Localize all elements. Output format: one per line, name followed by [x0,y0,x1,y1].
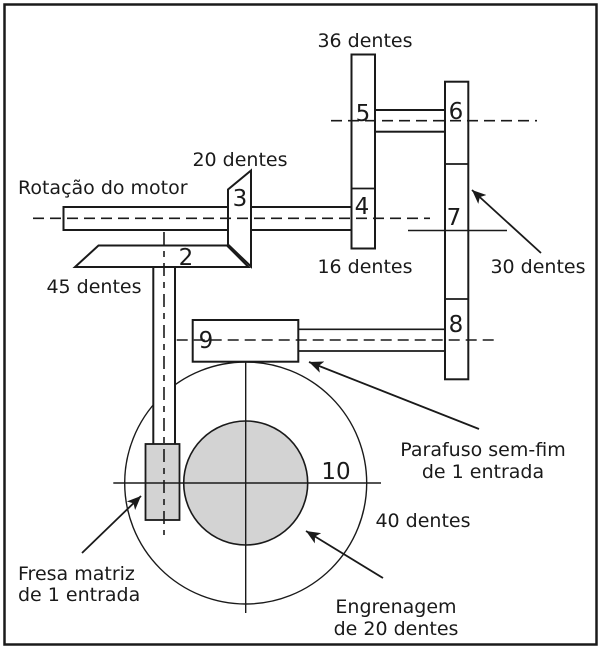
part-number-10: 10 [321,459,350,485]
figure-border [3,3,598,646]
label-36-dentes: 36 dentes [317,30,412,52]
label-gear-20-line1: Engrenagem [335,596,456,618]
part-number-5: 5 [356,101,371,127]
label-hob-line1: Fresa matriz [18,563,135,585]
arrow-hob-cutter [81,495,142,554]
part-number-9: 9 [199,328,214,354]
part-number-3: 3 [233,186,248,212]
gear-5-4-stack [350,53,376,250]
label-gear-20-line2: de 20 dentes [334,618,459,640]
label-16-dentes: 16 dentes [317,256,412,278]
label-motor-rotation: Rotação do motor [18,177,188,199]
part-number-7: 7 [447,205,462,231]
label-45-dentes: 45 dentes [46,276,141,298]
label-worm-screw-line1: Parafuso sem-fim [400,439,565,461]
arrow-gear-20-dentes [305,530,384,579]
arrow-30-dentes [471,189,542,254]
label-40-dentes: 40 dentes [375,510,470,532]
arrow-worm-screw [308,361,480,430]
label-20-dentes: 20 dentes [192,149,287,171]
label-worm-screw-line2: de 1 entrada [422,461,544,483]
part-number-4: 4 [355,194,370,220]
hob-cutter [144,443,181,521]
label-hob-line2: de 1 entrada [18,584,140,606]
worm-screw-9 [191,319,300,363]
part-number-8: 8 [449,312,464,338]
bevel-gear-2 [72,244,251,268]
vertical-shaft [152,266,177,446]
part-number-2: 2 [179,245,194,271]
part-number-6: 6 [449,99,464,125]
label-30-dentes: 30 dentes [490,256,585,278]
